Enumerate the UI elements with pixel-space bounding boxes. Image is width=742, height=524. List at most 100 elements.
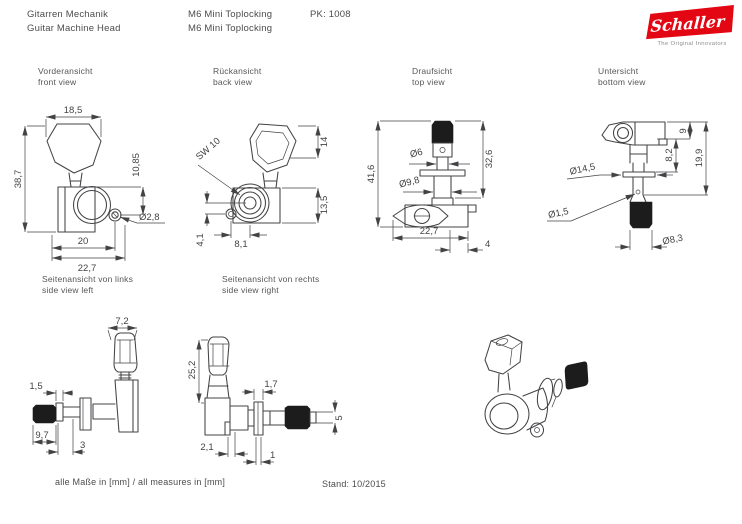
gear-housing — [204, 397, 231, 436]
front-view-drawing: 18,5 38,7 10,85 Ø2,8 20 22,7 — [13, 105, 165, 274]
side-right-outline — [204, 336, 317, 436]
front-part-outline — [46, 123, 122, 233]
side-left-view-label: Seitenansicht von links side view left — [42, 274, 134, 295]
dim-screw-v-offset: 4,1 — [195, 233, 206, 246]
post-neck — [62, 406, 81, 418]
logo-plate: Schaller — [646, 4, 734, 40]
product-title-en: Guitar Machine Head — [27, 22, 121, 34]
flange-washer — [419, 169, 466, 177]
post-base — [632, 176, 644, 196]
dim-housing-depth: 9 — [678, 128, 689, 133]
render-3d-outline — [484, 334, 589, 438]
knurled-string-post — [32, 404, 57, 424]
threaded-shaft — [433, 175, 452, 199]
dim-housing-width: 22,7 — [420, 226, 439, 237]
knurled-post-3d — [564, 361, 589, 390]
top-dimensions: 41,6 32,6 Ø6 Ø9,8 22,7 4 — [366, 120, 495, 253]
post-neck — [262, 410, 286, 426]
dim-wheel-width: 1,5 — [29, 381, 42, 392]
locking-wheel — [55, 402, 64, 422]
dim-button-height: 14 — [319, 137, 330, 148]
top-view-label: Draufsicht top view — [412, 66, 453, 87]
dim-overall-width: 22,7 — [78, 263, 97, 274]
dim-string-hole-dia: Ø1,5 — [547, 206, 569, 221]
screw-hole — [228, 211, 234, 217]
knurled-string-post — [431, 120, 454, 144]
top-part-outline — [392, 120, 477, 228]
header-model-block: M6 Mini Toplocking M6 Mini Toplocking — [188, 8, 272, 35]
dim-overall-height: 38,7 — [13, 170, 24, 189]
gear-circle — [612, 122, 634, 144]
units-note: alle Maße in [mm] / all measures in [mm] — [55, 477, 226, 487]
post-end-pin — [309, 411, 317, 424]
button-neck-3d — [497, 372, 511, 393]
header-product-block: Gitarren Mechanik Guitar Machine Head — [27, 8, 121, 35]
back-part-outline — [225, 123, 297, 224]
schaller-logo: Schaller The Original Innovators — [646, 4, 734, 47]
side-left-dimensions: 7,2 1,5 9,7 3 — [29, 316, 138, 455]
dim-string-post-dia: Ø6 — [409, 147, 424, 161]
shaft-base — [629, 144, 648, 164]
gear-housing — [232, 187, 281, 224]
dim-screw-h-offset: 8,1 — [234, 239, 247, 250]
revision-date: Stand: 10/2015 — [322, 479, 386, 489]
model-name-en: M6 Mini Toplocking — [188, 22, 273, 34]
logo-red-parallelogram — [646, 4, 734, 40]
dim-wrench-size: SW 10 — [194, 136, 223, 163]
string-hole — [439, 147, 446, 153]
flange-washer — [79, 397, 92, 431]
bottom-dimensions: 9 8,2 19,9 Ø14,5 Ø1,5 Ø8,3 — [547, 121, 709, 250]
back-view-label: Rückansicht back view — [213, 66, 262, 87]
dim-housing-step: 2,1 — [200, 442, 213, 453]
bottom-view-label: Untersicht bottom view — [598, 66, 646, 87]
dim-post-height: 32,6 — [484, 150, 495, 169]
render-3d — [484, 334, 589, 438]
model-name-de: M6 Mini Toplocking — [188, 9, 273, 20]
dim-shaft-step: 3 — [80, 440, 85, 451]
gear-housing — [601, 121, 666, 146]
dim-pin-dia: 5 — [334, 415, 345, 420]
side-left-drawing: 7,2 1,5 9,7 3 — [29, 316, 139, 455]
gear-housing — [57, 186, 96, 233]
shaft-collar — [431, 197, 454, 206]
housing-tab — [658, 138, 668, 146]
screw-lug-3d — [529, 422, 545, 438]
gear-housing — [114, 379, 139, 433]
dim-shaft-dia: Ø9,8 — [398, 175, 421, 191]
locking-wheel — [432, 142, 453, 158]
tuner-button — [46, 123, 102, 174]
dim-housing-width: 20 — [78, 236, 89, 247]
dim-screw-offset: 10,85 — [131, 153, 142, 177]
dim-shaft-section: 8,2 — [664, 148, 675, 161]
gear-housing-3d — [484, 393, 530, 435]
dim-button-length: 25,2 — [187, 361, 198, 380]
dim-knob-dia: Ø8,3 — [662, 233, 684, 248]
dim-button-width: 7,2 — [115, 316, 128, 327]
bottom-view-drawing: 9 8,2 19,9 Ø14,5 Ø1,5 Ø8,3 — [547, 121, 709, 250]
dim-screw-hole-dia: Ø2,8 — [139, 212, 160, 223]
back-view-drawing: SW 10 14 13,5 4,1 8,1 — [194, 123, 330, 250]
button-top-silhouette — [392, 204, 449, 228]
front-view-label: Vorderansicht front view — [38, 66, 93, 87]
pk-number: PK: 1008 — [310, 9, 351, 20]
shaft — [92, 403, 116, 420]
dim-flange-width: 1,7 — [264, 379, 277, 390]
tuner-button — [207, 336, 230, 376]
dim-washer-width: 1 — [270, 450, 275, 461]
product-title-de: Gitarren Mechanik — [27, 9, 109, 20]
flange-washer — [253, 401, 264, 436]
post-neck — [436, 156, 449, 171]
side-right-dimensions: 25,2 1,7 5 2,1 1 — [187, 339, 345, 465]
shaft — [229, 405, 255, 431]
knurled-string-post — [284, 405, 311, 430]
top-view-drawing: 41,6 32,6 Ø6 Ø9,8 22,7 4 — [366, 120, 495, 253]
tuner-button — [249, 123, 297, 173]
side-left-outline — [32, 332, 139, 433]
dim-knob-length: 9,7 — [35, 430, 48, 441]
screw-hole — [111, 211, 119, 219]
dim-overall-depth: 19,9 — [694, 149, 705, 168]
housing-tab — [467, 204, 477, 213]
button-neck — [118, 371, 132, 381]
screw-lug — [225, 208, 237, 220]
